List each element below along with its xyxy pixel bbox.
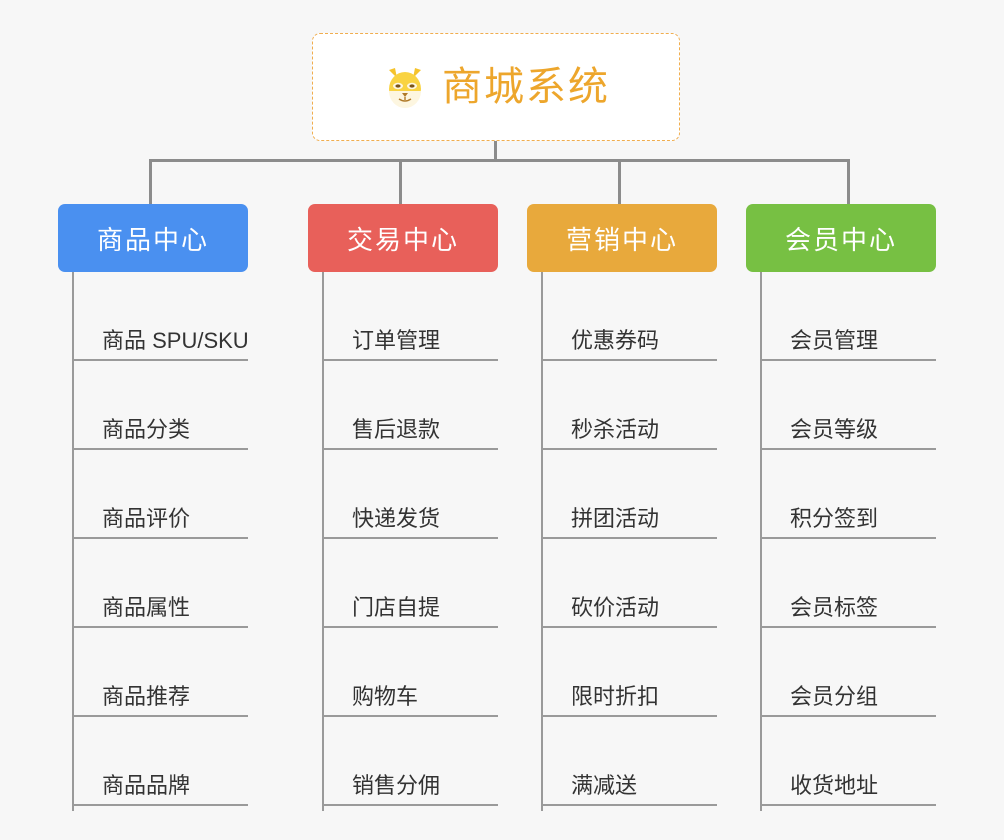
list-item-label: 商品 SPU/SKU — [102, 327, 249, 353]
category-item-list-product: 商品 SPU/SKU 商品分类 商品评价 商品属性 商品推荐 商品品牌 — [58, 272, 249, 806]
list-item-label: 商品评价 — [102, 505, 191, 531]
list-item-label: 优惠券码 — [571, 327, 660, 353]
category-body-product: 商品 SPU/SKU 商品分类 商品评价 商品属性 商品推荐 商品品牌 — [58, 272, 249, 811]
category-column-trade: 交易中心 订单管理 售后退款 快递发货 门店自提 购物车 销售分佣 — [308, 204, 498, 811]
category-header-product[interactable]: 商品中心 — [58, 204, 248, 272]
list-item[interactable]: 砍价活动 — [541, 539, 717, 628]
category-header-trade[interactable]: 交易中心 — [308, 204, 498, 272]
category-header-member[interactable]: 会员中心 — [746, 204, 936, 272]
list-item-label: 订单管理 — [352, 327, 441, 353]
connector-drop-2 — [399, 159, 402, 205]
category-item-list-trade: 订单管理 售后退款 快递发货 门店自提 购物车 销售分佣 — [308, 272, 498, 806]
list-item[interactable]: 限时折扣 — [541, 628, 717, 717]
list-item[interactable]: 积分签到 — [760, 450, 936, 539]
list-item-label: 商品推荐 — [102, 683, 191, 709]
category-body-trade: 订单管理 售后退款 快递发货 门店自提 购物车 销售分佣 — [308, 272, 498, 811]
list-item[interactable]: 会员等级 — [760, 361, 936, 450]
list-item[interactable]: 商品评价 — [72, 450, 248, 539]
list-item-label: 限时折扣 — [571, 683, 660, 709]
column-trunk-line — [72, 272, 74, 811]
list-item[interactable]: 购物车 — [322, 628, 498, 717]
list-item[interactable]: 快递发货 — [322, 450, 498, 539]
list-item[interactable]: 商品品牌 — [72, 717, 248, 806]
category-column-product: 商品中心 商品 SPU/SKU 商品分类 商品评价 商品属性 商品推荐 商品品牌 — [58, 204, 249, 811]
list-item-label: 满减送 — [571, 772, 638, 798]
category-header-marketing[interactable]: 营销中心 — [527, 204, 717, 272]
list-item[interactable]: 商品属性 — [72, 539, 248, 628]
list-item-label: 快递发货 — [352, 505, 441, 531]
list-item-label: 积分签到 — [790, 505, 879, 531]
list-item-label: 销售分佣 — [352, 772, 441, 798]
connector-root-stem — [494, 141, 497, 161]
category-column-member: 会员中心 会员管理 会员等级 积分签到 会员标签 会员分组 收货地址 — [746, 204, 936, 811]
category-column-marketing: 营销中心 优惠券码 秒杀活动 拼团活动 砍价活动 限时折扣 满减送 — [527, 204, 717, 811]
list-item-label: 商品属性 — [102, 594, 191, 620]
list-item[interactable]: 商品分类 — [72, 361, 248, 450]
category-item-list-member: 会员管理 会员等级 积分签到 会员标签 会员分组 收货地址 — [746, 272, 936, 806]
list-item-label: 砍价活动 — [571, 594, 660, 620]
category-item-list-marketing: 优惠券码 秒杀活动 拼团活动 砍价活动 限时折扣 满减送 — [527, 272, 717, 806]
list-item[interactable]: 门店自提 — [322, 539, 498, 628]
list-item[interactable]: 售后退款 — [322, 361, 498, 450]
list-item-label: 会员等级 — [790, 416, 879, 442]
column-trunk-line — [322, 272, 324, 811]
list-item[interactable]: 拼团活动 — [541, 450, 717, 539]
list-item-label: 会员标签 — [790, 594, 879, 620]
list-item-label: 门店自提 — [352, 594, 441, 620]
connector-drop-4 — [847, 159, 850, 205]
root-title: 商城系统 — [442, 65, 610, 109]
list-item-label: 会员分组 — [790, 683, 879, 709]
list-item[interactable]: 订单管理 — [322, 272, 498, 361]
list-item-label: 商品分类 — [102, 416, 191, 442]
list-item[interactable]: 商品推荐 — [72, 628, 248, 717]
shiba-dog-icon — [382, 64, 428, 110]
column-trunk-line — [760, 272, 762, 811]
list-item[interactable]: 会员标签 — [760, 539, 936, 628]
list-item-label: 会员管理 — [790, 327, 879, 353]
connector-drop-1 — [149, 159, 152, 205]
connector-bus — [150, 159, 850, 162]
list-item[interactable]: 满减送 — [541, 717, 717, 806]
list-item-label: 秒杀活动 — [571, 416, 660, 442]
list-item[interactable]: 商品 SPU/SKU — [72, 272, 249, 361]
list-item[interactable]: 会员分组 — [760, 628, 936, 717]
category-body-member: 会员管理 会员等级 积分签到 会员标签 会员分组 收货地址 — [746, 272, 936, 811]
list-item[interactable]: 秒杀活动 — [541, 361, 717, 450]
root-node[interactable]: 商城系统 — [312, 33, 680, 141]
list-item[interactable]: 收货地址 — [760, 717, 936, 806]
connector-drop-3 — [618, 159, 621, 205]
list-item-label: 购物车 — [352, 683, 419, 709]
list-item[interactable]: 优惠券码 — [541, 272, 717, 361]
list-item-label: 售后退款 — [352, 416, 441, 442]
list-item-label: 收货地址 — [790, 772, 879, 798]
list-item[interactable]: 销售分佣 — [322, 717, 498, 806]
list-item-label: 拼团活动 — [571, 505, 660, 531]
list-item[interactable]: 会员管理 — [760, 272, 936, 361]
list-item-label: 商品品牌 — [102, 772, 191, 798]
category-body-marketing: 优惠券码 秒杀活动 拼团活动 砍价活动 限时折扣 满减送 — [527, 272, 717, 811]
column-trunk-line — [541, 272, 543, 811]
